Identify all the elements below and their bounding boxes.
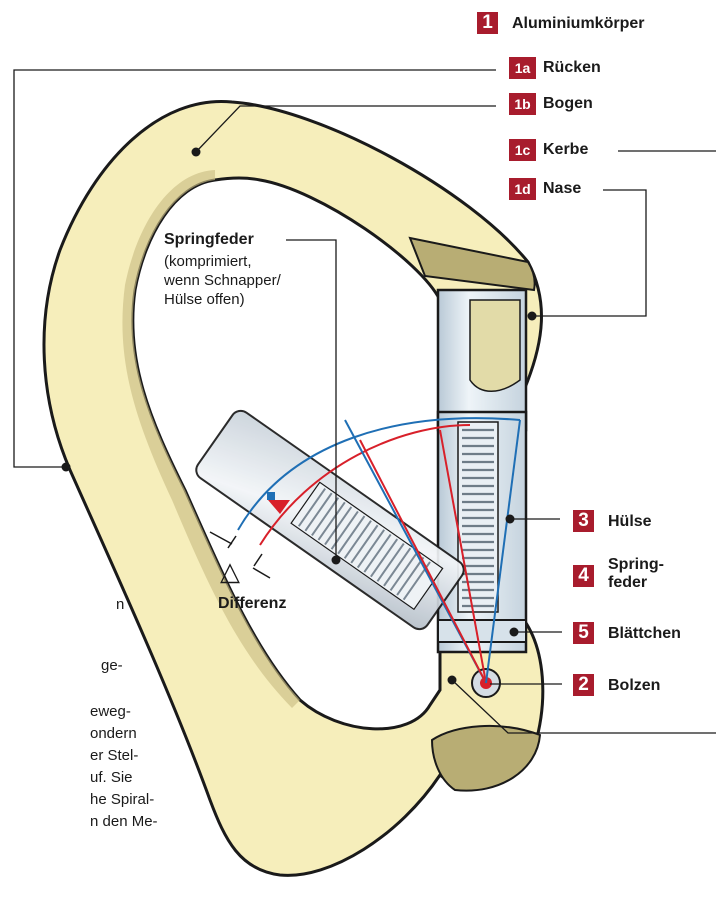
badge-1d: 1d — [509, 178, 536, 200]
side-text-line: er Stel- — [90, 745, 138, 767]
label-nose: Nase — [543, 180, 581, 198]
label-leaf: Blättchen — [608, 625, 681, 643]
side-text-line: uf. Sie — [90, 767, 133, 789]
label-pin: Bolzen — [608, 677, 660, 695]
side-text-line: ondern — [90, 723, 137, 745]
side-text-line: ge- — [101, 655, 123, 677]
badge-3: 3 — [573, 510, 594, 532]
badge-4: 4 — [573, 565, 594, 587]
label-aluminium-body: Aluminiumkörper — [512, 15, 644, 33]
badge-1c: 1c — [509, 139, 536, 161]
badge-1: 1 — [477, 12, 498, 34]
sleeve-spring — [458, 422, 498, 612]
label-sleeve: Hülse — [608, 513, 652, 531]
badge-1a: 1a — [509, 57, 536, 79]
label-notch: Kerbe — [543, 141, 588, 159]
side-text-line: n — [116, 594, 124, 616]
badge-5: 5 — [573, 622, 594, 644]
side-text-line: eweg- — [90, 701, 131, 723]
label-back: Rücken — [543, 59, 601, 77]
side-text-line: he Spiral- — [90, 789, 154, 811]
springfeder-title: Springfeder — [164, 231, 254, 249]
blue-marker — [267, 492, 275, 500]
label-spring-line2: feder — [608, 574, 647, 592]
difference-triangle-icon: △ — [220, 558, 240, 584]
badge-2: 2 — [573, 674, 594, 696]
springfeder-line1: (komprimiert, — [164, 253, 252, 271]
label-spring-line1: Spring- — [608, 556, 664, 574]
difference-label: Differenz — [218, 595, 286, 613]
badge-1b: 1b — [509, 93, 536, 115]
springfeder-line3: Hülse offen) — [164, 291, 245, 309]
label-arc: Bogen — [543, 95, 593, 113]
springfeder-line2: wenn Schnapper/ — [164, 272, 281, 290]
side-text-line: n den Me- — [90, 811, 158, 833]
